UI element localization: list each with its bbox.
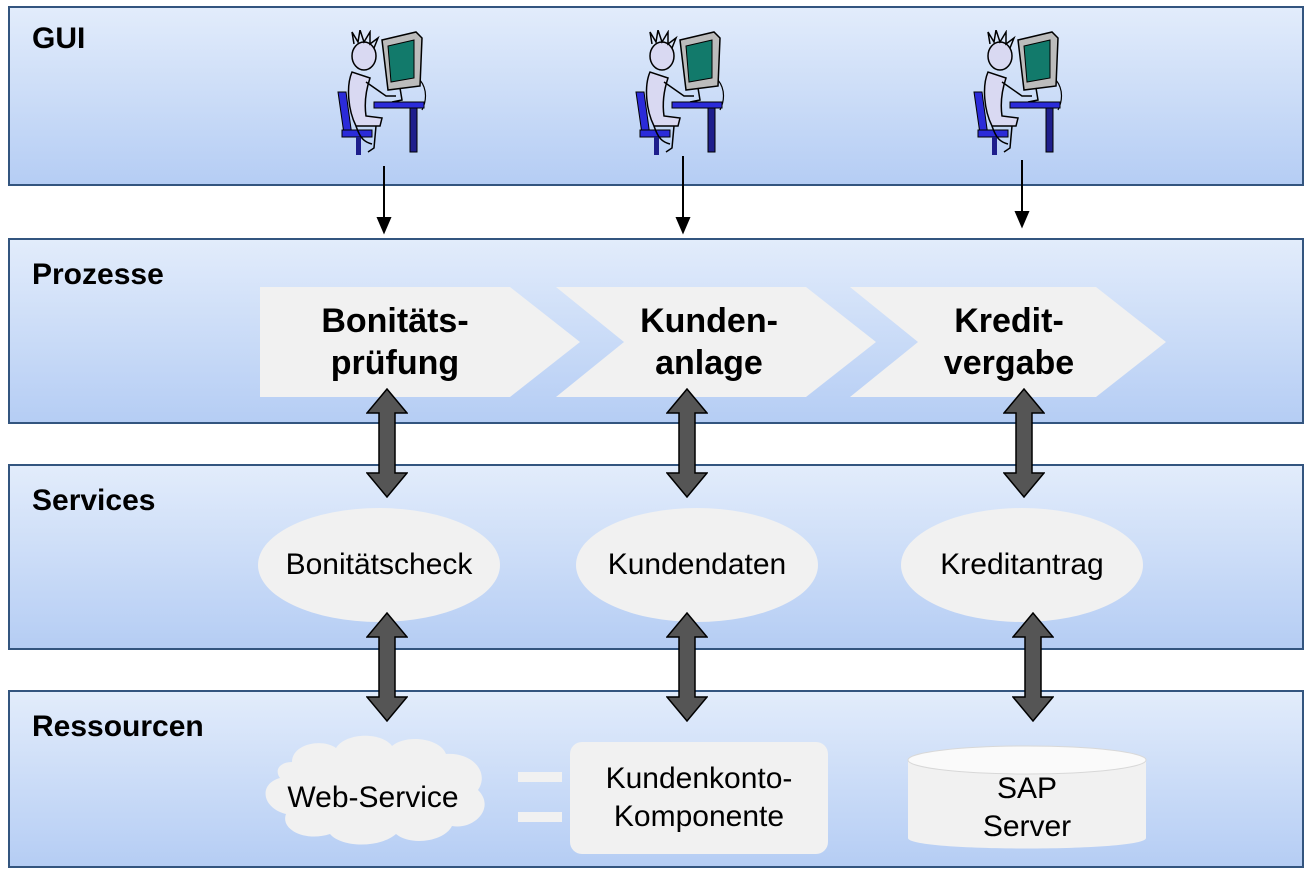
service-label: Kundendaten xyxy=(607,548,787,581)
service-kreditantrag: Kreditantrag xyxy=(901,508,1143,622)
arrow-head xyxy=(675,217,691,235)
service-label: Bonitätscheck xyxy=(285,548,473,581)
layer-title-ressourcen: Ressourcen xyxy=(32,710,204,743)
chevron-kreditvergabe xyxy=(850,287,1166,397)
process-label: Bonitäts- prüfung xyxy=(321,302,469,382)
chevron-kundenanlage xyxy=(556,287,876,397)
connector-bar xyxy=(518,812,562,822)
arrow-head xyxy=(1014,211,1030,229)
layer-title-gui: GUI xyxy=(32,22,86,55)
connector-bar xyxy=(518,772,562,782)
service-label: Kreditantrag xyxy=(940,548,1104,581)
chevron-bonitaetspruefung xyxy=(260,287,580,397)
cloud-icon xyxy=(265,735,485,845)
database-icon xyxy=(908,760,1146,849)
resource-label: Kundenkonto- Komponente xyxy=(605,762,793,833)
service-kundendaten: Kundendaten xyxy=(576,508,818,622)
resource-label: Web-Service xyxy=(287,781,459,814)
resource-label: SAP Server xyxy=(982,772,1072,843)
arrow-head xyxy=(376,217,392,235)
service-bonitaetscheck: Bonitätscheck xyxy=(258,508,500,622)
process-label: Kredit- vergabe xyxy=(943,302,1075,382)
process-label: Kunden- anlage xyxy=(640,302,778,382)
layer-title-prozesse: Prozesse xyxy=(32,258,164,291)
component-box xyxy=(570,742,828,854)
layer-title-services: Services xyxy=(32,484,156,517)
